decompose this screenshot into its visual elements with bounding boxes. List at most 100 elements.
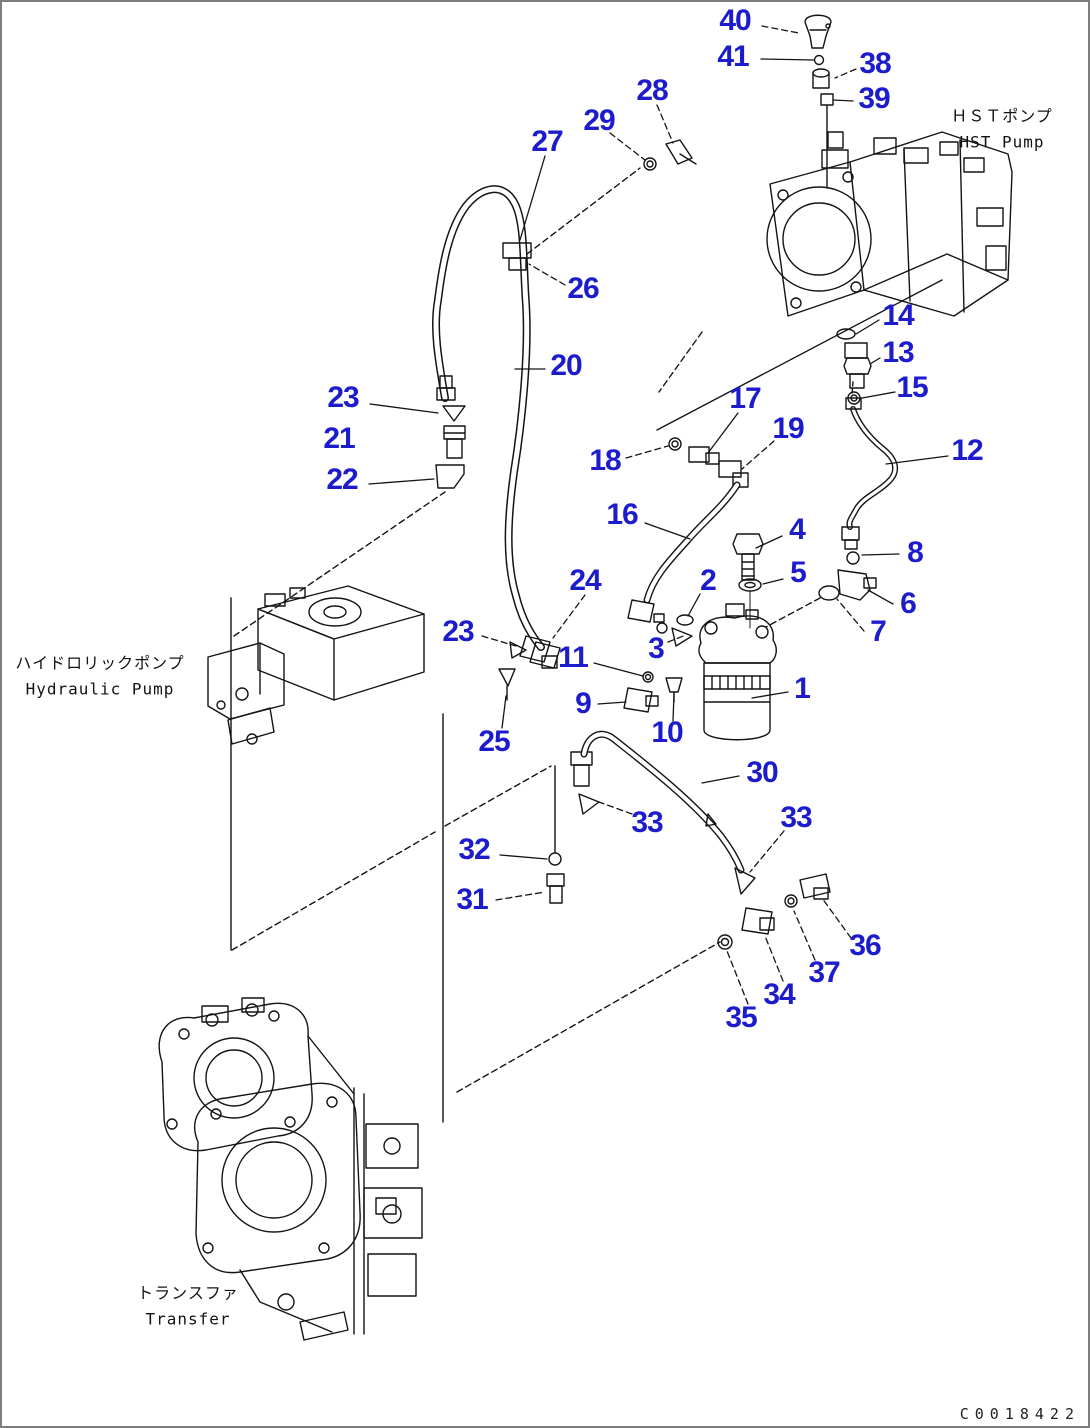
- leader-37: [794, 911, 815, 960]
- callout-3: 3: [648, 632, 665, 665]
- callout-23: 23: [442, 615, 474, 648]
- leader-33: [599, 802, 632, 814]
- plug-part-38: [813, 69, 829, 88]
- callout-10: 10: [651, 716, 683, 749]
- callout-16: 16: [606, 498, 638, 531]
- taper-23b: [510, 642, 526, 658]
- callout-37: 37: [808, 956, 840, 989]
- callout-33: 33: [780, 801, 812, 834]
- fittings-17-18-19-hose-16: [628, 438, 748, 646]
- leader-27: [520, 156, 545, 240]
- leader-24: [553, 595, 585, 638]
- label-hst-pump-jp: ＨＳＴポンプ: [951, 106, 1053, 126]
- callout-29: 29: [583, 104, 615, 137]
- label-transfer: トランスファ Transfer: [137, 1280, 239, 1331]
- leader-3: [668, 635, 686, 642]
- label-hydraulic-pump-en: Hydraulic Pump: [25, 679, 175, 698]
- callout-4: 4: [789, 513, 806, 546]
- fitting-stack-21-22-23: [436, 406, 465, 488]
- leader-30: [702, 776, 739, 783]
- transfer-drawing: [159, 998, 422, 1340]
- leader-40: [762, 26, 799, 33]
- callout-35: 35: [725, 1001, 757, 1034]
- leader-26: [529, 264, 565, 285]
- leader-12: [886, 456, 948, 464]
- callout-7: 7: [870, 615, 887, 648]
- leader-7: [837, 599, 864, 631]
- callout-39: 39: [858, 82, 890, 115]
- callout-24: 24: [569, 564, 601, 597]
- leader-15: [862, 392, 895, 398]
- leader-28: [657, 105, 673, 143]
- leader-34: [765, 936, 783, 981]
- callout-1: 1: [794, 672, 811, 705]
- hose-30-group: [547, 734, 755, 903]
- drawing-number: C0018422: [959, 1405, 1080, 1423]
- fitting-cluster-34-37: [718, 874, 830, 949]
- label-transfer-jp: トランスファ: [137, 1283, 239, 1303]
- callout-21: 21: [323, 422, 355, 455]
- leader-5: [763, 579, 783, 584]
- label-hst-pump-en: HST Pump: [959, 132, 1045, 151]
- breather-part-40: [805, 15, 831, 48]
- callout-2: 2: [700, 564, 717, 597]
- callout-14: 14: [882, 299, 914, 332]
- leader-6: [868, 590, 893, 604]
- callout-17: 17: [729, 382, 761, 415]
- label-hydraulic-pump: ハイドロリックポンプ Hydraulic Pump: [15, 650, 184, 701]
- leader-29: [610, 133, 645, 160]
- leader-14: [856, 320, 879, 334]
- construction-lines: [231, 168, 942, 1122]
- leader-18: [626, 446, 668, 458]
- callout-20: 20: [550, 349, 582, 382]
- callout-30: 30: [746, 756, 778, 789]
- callout-27: 27: [531, 125, 563, 158]
- hst-pump-drawing: [767, 15, 1012, 316]
- oil-filter-assembly: [699, 534, 839, 740]
- label-hydraulic-pump-jp: ハイドロリックポンプ: [15, 653, 185, 673]
- callout-25: 25: [478, 725, 510, 758]
- callout-31: 31: [456, 883, 488, 916]
- callout-32: 32: [458, 833, 490, 866]
- pin-part-39: [821, 94, 833, 105]
- hydraulic-pump-drawing: [208, 586, 424, 744]
- label-hst-pump: ＨＳＴポンプ HST Pump: [951, 103, 1053, 154]
- oring-part-41: [815, 56, 824, 65]
- callout-11: 11: [558, 641, 589, 674]
- leader-11: [594, 663, 643, 676]
- callout-41: 41: [717, 40, 749, 73]
- callout-34: 34: [763, 978, 795, 1011]
- leader-25: [502, 696, 506, 728]
- leader-32: [500, 855, 547, 859]
- callout-18: 18: [589, 444, 621, 477]
- leader-39: [833, 100, 853, 101]
- callout-22: 22: [326, 463, 358, 496]
- callout-36: 36: [849, 929, 881, 962]
- leader-23: [482, 636, 516, 646]
- leader-17: [708, 413, 738, 453]
- callout-19: 19: [772, 412, 804, 445]
- leader-22: [369, 479, 434, 484]
- leader-13: [870, 358, 880, 364]
- callout-9: 9: [575, 687, 592, 720]
- oring-part-7: [819, 586, 839, 600]
- leader-9: [598, 702, 626, 704]
- leader-36: [822, 898, 851, 938]
- callout-26: 26: [567, 272, 599, 305]
- bolt-28-nut-29: [644, 140, 696, 170]
- hose-20: [436, 189, 560, 668]
- hose-clamp-26: [503, 243, 531, 270]
- leader-31: [496, 892, 545, 900]
- callout-15: 15: [896, 371, 928, 404]
- callout-40: 40: [719, 4, 751, 37]
- leader-16: [645, 523, 690, 539]
- callout-28: 28: [636, 74, 668, 107]
- leader-lines: [369, 26, 948, 1004]
- label-transfer-en: Transfer: [145, 1309, 231, 1328]
- callout-23: 23: [327, 381, 359, 414]
- hose-clamp-24: [520, 636, 557, 668]
- callout-38: 38: [859, 47, 891, 80]
- callout-6: 6: [900, 587, 917, 620]
